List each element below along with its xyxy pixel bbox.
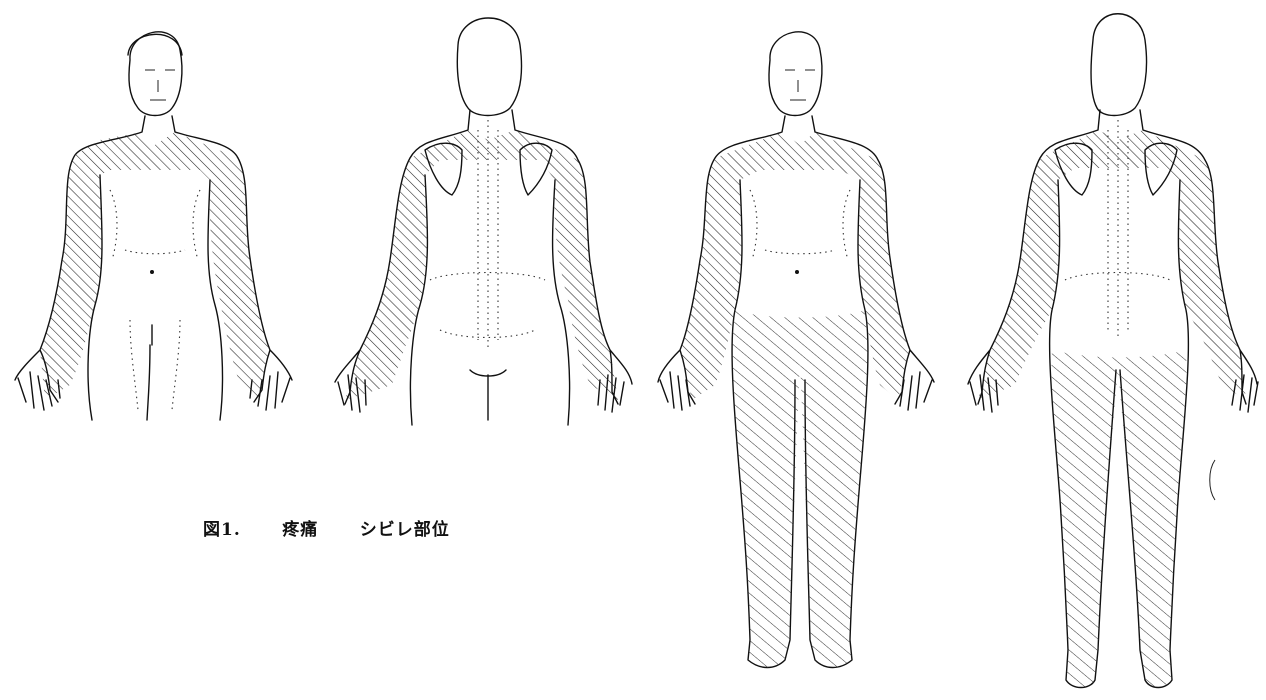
numbness-label: シビレ部位 [360,515,450,540]
figure-full-back [968,14,1258,688]
figure-caption: 図1. 疼痛 シビレ部位 [203,515,450,540]
figure-full-front [658,32,934,668]
figure-upper-back [335,18,632,425]
figure-upper-front [15,32,292,420]
pain-label: 疼痛 [282,515,318,540]
figure-label: 図1. [203,515,241,540]
scan-mark [1210,460,1215,500]
